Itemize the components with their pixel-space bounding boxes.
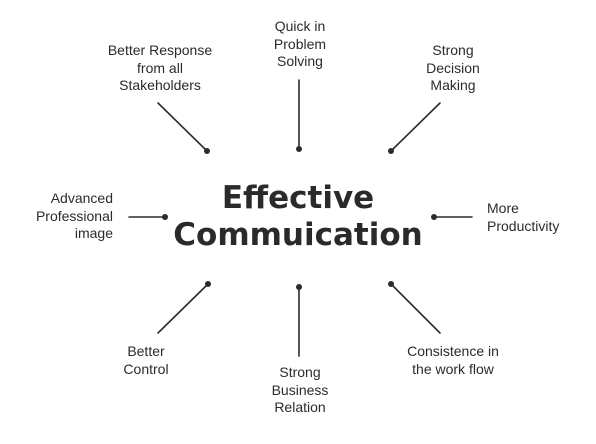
benefit-label-line: Solving	[277, 53, 323, 69]
connector-dot-right	[431, 214, 437, 220]
benefit-label-line: the work flow	[412, 360, 494, 377]
central-concept-line-2: Commuication	[173, 217, 423, 253]
benefit-label-line: Strong	[279, 364, 321, 380]
benefit-label-line: Strong	[432, 42, 474, 58]
connector-dot-botleft	[205, 281, 211, 287]
benefit-label-bottom: Strong Business Relation	[250, 364, 350, 417]
benefit-label-line: Better Response	[107, 42, 213, 58]
connector-botright	[391, 284, 441, 334]
benefit-label-line: Advanced	[50, 190, 113, 206]
connector-topright	[391, 102, 441, 151]
benefit-label-line: Professional	[35, 207, 113, 224]
connector-dot-topright	[388, 148, 394, 154]
benefit-label-botleft: Better Control	[96, 343, 196, 378]
benefit-label-line: Better	[127, 343, 165, 359]
benefit-label-line: from all	[137, 59, 183, 76]
central-concept-title: Effective Commuication	[148, 180, 448, 254]
benefit-label-botright: Consistence in the work flow	[378, 343, 528, 378]
benefit-label-left: Advanced Professional image	[10, 190, 113, 243]
benefit-label-topright: Strong Decision Making	[403, 42, 503, 95]
benefit-label-line: Stakeholders	[119, 77, 201, 93]
benefit-label-line: Quick in	[274, 18, 326, 34]
benefit-label-topleft: Better Response from all Stakeholders	[60, 42, 260, 95]
benefit-label-line: More	[487, 200, 519, 216]
connector-dot-top	[296, 146, 302, 152]
connector-dot-topleft	[204, 148, 210, 154]
benefit-label-line: Making	[430, 77, 476, 93]
connector-dot-left	[162, 214, 168, 220]
benefit-label-line: Problem	[273, 35, 327, 52]
central-concept-line-1: Effective	[221, 180, 375, 216]
benefit-label-line: image	[74, 225, 113, 241]
connector-topleft	[157, 102, 207, 151]
connector-dot-bottom	[296, 284, 302, 290]
benefit-label-line: Control	[123, 360, 169, 377]
benefit-label-line: Consistence in	[407, 343, 499, 359]
benefit-label-line: Decision	[426, 59, 480, 76]
benefit-label-line: Relation	[274, 399, 326, 415]
benefit-label-line: Business	[271, 381, 329, 398]
connector-dot-botright	[388, 281, 394, 287]
benefit-label-top: Quick in Problem Solving	[250, 18, 350, 71]
benefit-label-line: Productivity	[487, 217, 560, 234]
benefit-label-right: More Productivity	[487, 200, 592, 235]
connector-botleft	[157, 284, 208, 334]
